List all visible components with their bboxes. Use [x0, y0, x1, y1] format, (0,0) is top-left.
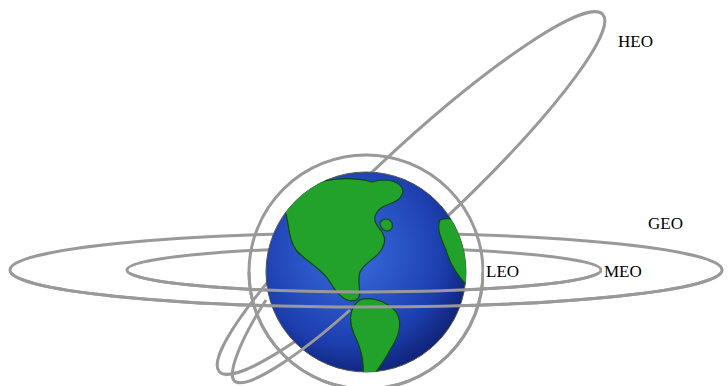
heo-orbit [191, 0, 632, 386]
leo-orbit [249, 155, 483, 386]
orbit-label: MEO [602, 262, 644, 281]
earth-globe [266, 165, 472, 380]
orbit-label: GEO [646, 214, 685, 233]
orbit-label: LEO [484, 262, 521, 281]
orbit-label: HEO [616, 32, 655, 51]
